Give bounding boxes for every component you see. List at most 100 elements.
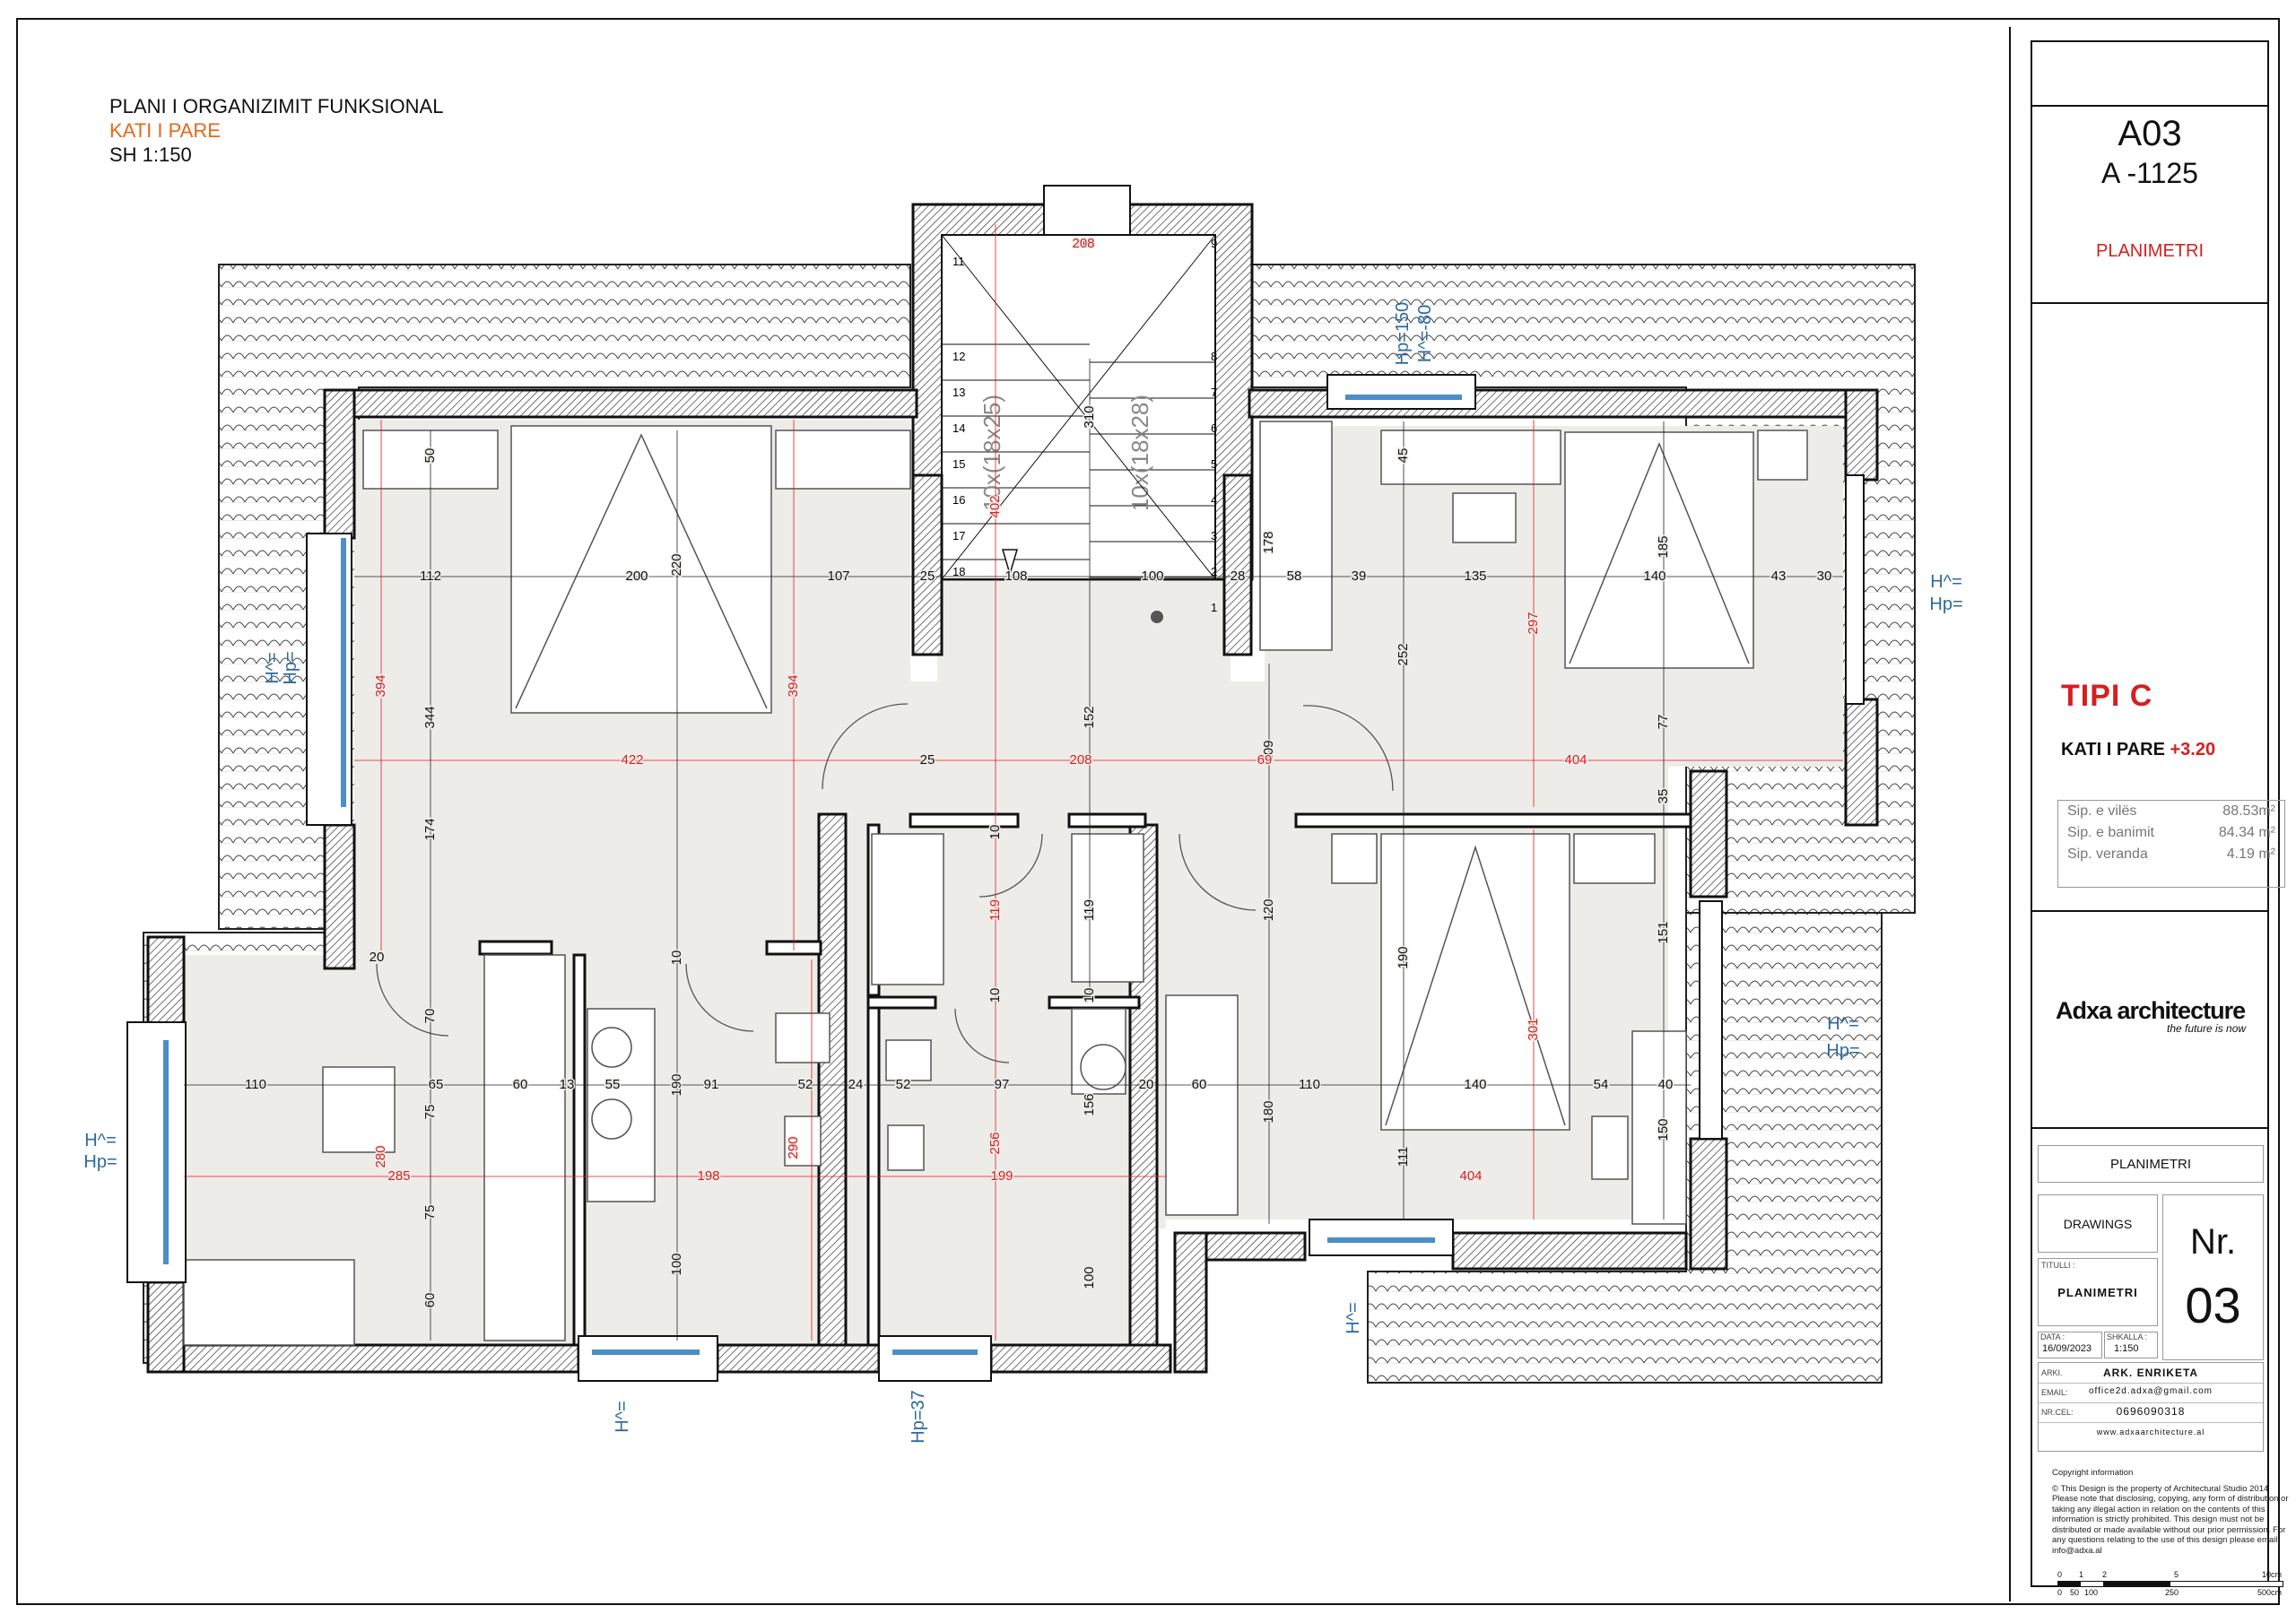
dimension-label: 50 xyxy=(422,448,438,464)
dimension-label: 13 xyxy=(560,1077,575,1092)
dimension-label: 200 xyxy=(625,568,648,584)
dimension-label: 280 xyxy=(373,1145,388,1167)
stair-step-number: 7 xyxy=(1211,386,1217,399)
dimension-label: 156 xyxy=(1082,1093,1097,1115)
dimension-label: 107 xyxy=(827,568,849,584)
window-tags: H^=Hp=H^=Hp=H^=Hp=37H^=Hp=H^=Hp=H^=Hp=15… xyxy=(83,302,1962,1444)
dimension-label: 301 xyxy=(1526,1018,1541,1040)
sheet-code: A03 xyxy=(2118,114,2182,153)
stair-step-number: 5 xyxy=(1211,457,1217,471)
project-code: A -1125 xyxy=(2101,157,2198,189)
dimension-lines xyxy=(184,359,1843,1341)
window-height-tag: H^= xyxy=(1930,572,1962,592)
stair-step-number: 12 xyxy=(952,350,965,363)
stair-step-number: 3 xyxy=(1211,529,1217,542)
drawing-name: PLANIMETRI xyxy=(2038,1145,2264,1183)
dimension-label: 185 xyxy=(1656,535,1671,558)
stair-step-number: 18 xyxy=(952,565,965,578)
stair-label: 10x(18x25) xyxy=(978,395,1005,511)
glass xyxy=(163,395,1462,1355)
dimension-label: 108 xyxy=(1004,568,1027,584)
window-height-tag: H^= xyxy=(263,652,283,684)
dimension-label: 198 xyxy=(697,1168,719,1184)
stair-step-number: 4 xyxy=(1211,493,1217,507)
window-height-tag: H^= xyxy=(613,1401,632,1433)
dimension-label: 310 xyxy=(1082,405,1097,428)
dimension-label: 25 xyxy=(920,752,935,768)
window-height-tag: Hp= xyxy=(281,651,300,684)
titulli-value: PLANIMETRI xyxy=(2057,1286,2138,1299)
stair-label: 10x(18x28) xyxy=(1126,395,1153,511)
dimension-label: 111 xyxy=(1396,1147,1411,1167)
dimension-label: 10 xyxy=(669,950,684,966)
dimension-label: 422 xyxy=(621,752,643,768)
floor-level: KATI I PARE +3.20 xyxy=(2061,740,2215,760)
dimension-label: 135 xyxy=(1464,568,1486,584)
titulli-box: TITULLI : PLANIMETRI xyxy=(2038,1258,2158,1326)
dimension-label: 140 xyxy=(1643,568,1665,584)
dimension-label: 220 xyxy=(669,553,684,576)
company-tagline: the future is now xyxy=(2167,1022,2247,1035)
dimension-label: 344 xyxy=(422,706,438,728)
copyright-text: © This Design is the property of Archite… xyxy=(2052,1483,2289,1556)
dimension-label: 252 xyxy=(1396,643,1411,665)
dimension-label: 45 xyxy=(1396,448,1411,464)
furniture xyxy=(183,421,1808,1346)
stair-step-number: 1 xyxy=(1211,601,1217,614)
stair-step-number: 14 xyxy=(952,421,965,435)
plan-header: PLANI I ORGANIZIMIT FUNKSIONAL KATI I PA… xyxy=(109,94,443,167)
dimension-label: 180 xyxy=(1261,1100,1276,1123)
drawings-label: DRAWINGS xyxy=(2038,1194,2158,1253)
dimension-label: 10 xyxy=(987,988,1003,1003)
dimension-label: 54 xyxy=(1594,1077,1609,1092)
dimension-label: 402 xyxy=(987,495,1003,517)
stair-step-number: 13 xyxy=(952,386,965,399)
contact-box: ARKI. ARK. ENRIKETA EMAIL: office2d.adxa… xyxy=(2038,1362,2264,1452)
window-height-tag: Hp= xyxy=(1826,1041,1859,1061)
dimension-label: 60 xyxy=(422,1293,438,1308)
title-block: A03 A -1125 PLANIMETRI TIPI C KATI I PAR… xyxy=(2009,27,2289,1601)
sheet-number-box: Nr. 03 xyxy=(2162,1194,2264,1360)
dimension-label: 297 xyxy=(1526,612,1541,634)
dimension-label: 60 xyxy=(1192,1077,1207,1092)
dimension-label: 65 xyxy=(429,1077,444,1092)
doors xyxy=(376,703,1394,1063)
plan-floor: KATI I PARE xyxy=(109,119,221,142)
dimension-label: 100 xyxy=(669,1253,684,1275)
dimension-label: 28 xyxy=(1231,568,1246,584)
dimension-label: 100 xyxy=(1082,1266,1097,1289)
dimension-label: 110 xyxy=(245,1077,266,1092)
window-height-tag: H^=-80 xyxy=(1415,305,1435,362)
stair-step-number: 11 xyxy=(952,255,965,268)
floor-elevation: +3.20 xyxy=(2170,740,2216,759)
company-logo: Adxa architecture xyxy=(2056,997,2246,1024)
dimension-label: 77 xyxy=(1656,715,1671,730)
window-height-tag: H^= xyxy=(1827,1014,1859,1034)
copyright-title: Copyright information xyxy=(2052,1468,2134,1478)
dimension-label: 25 xyxy=(920,568,935,584)
dimension-label: 290 xyxy=(786,1136,801,1159)
dimension-label: 199 xyxy=(990,1168,1013,1184)
dimension-label: 404 xyxy=(1564,752,1587,768)
dimension-label: 97 xyxy=(995,1077,1010,1092)
stair-step-number: 10 xyxy=(1076,237,1089,250)
dimension-label: 150 xyxy=(1656,1118,1671,1141)
dimension-label: 75 xyxy=(422,1105,438,1120)
dimension-label: 52 xyxy=(896,1077,911,1092)
date-box: DATA : 16/09/2023 xyxy=(2038,1332,2102,1358)
dimension-label: 70 xyxy=(422,1009,438,1024)
stair-step-number: 15 xyxy=(952,457,965,471)
dimension-label: 91 xyxy=(704,1077,719,1092)
dimension-label: 110 xyxy=(1299,1077,1320,1092)
dimension-label: 119 xyxy=(1082,899,1097,921)
windows xyxy=(126,374,1865,1382)
dimension-label: 20 xyxy=(370,950,385,965)
dimension-label: 394 xyxy=(786,674,801,697)
stair-step-number: 2 xyxy=(1211,565,1217,578)
nr-label: Nr. xyxy=(2189,1222,2237,1262)
floor-label: KATI I PARE xyxy=(2061,740,2165,759)
stair-step-number: 17 xyxy=(952,529,965,542)
